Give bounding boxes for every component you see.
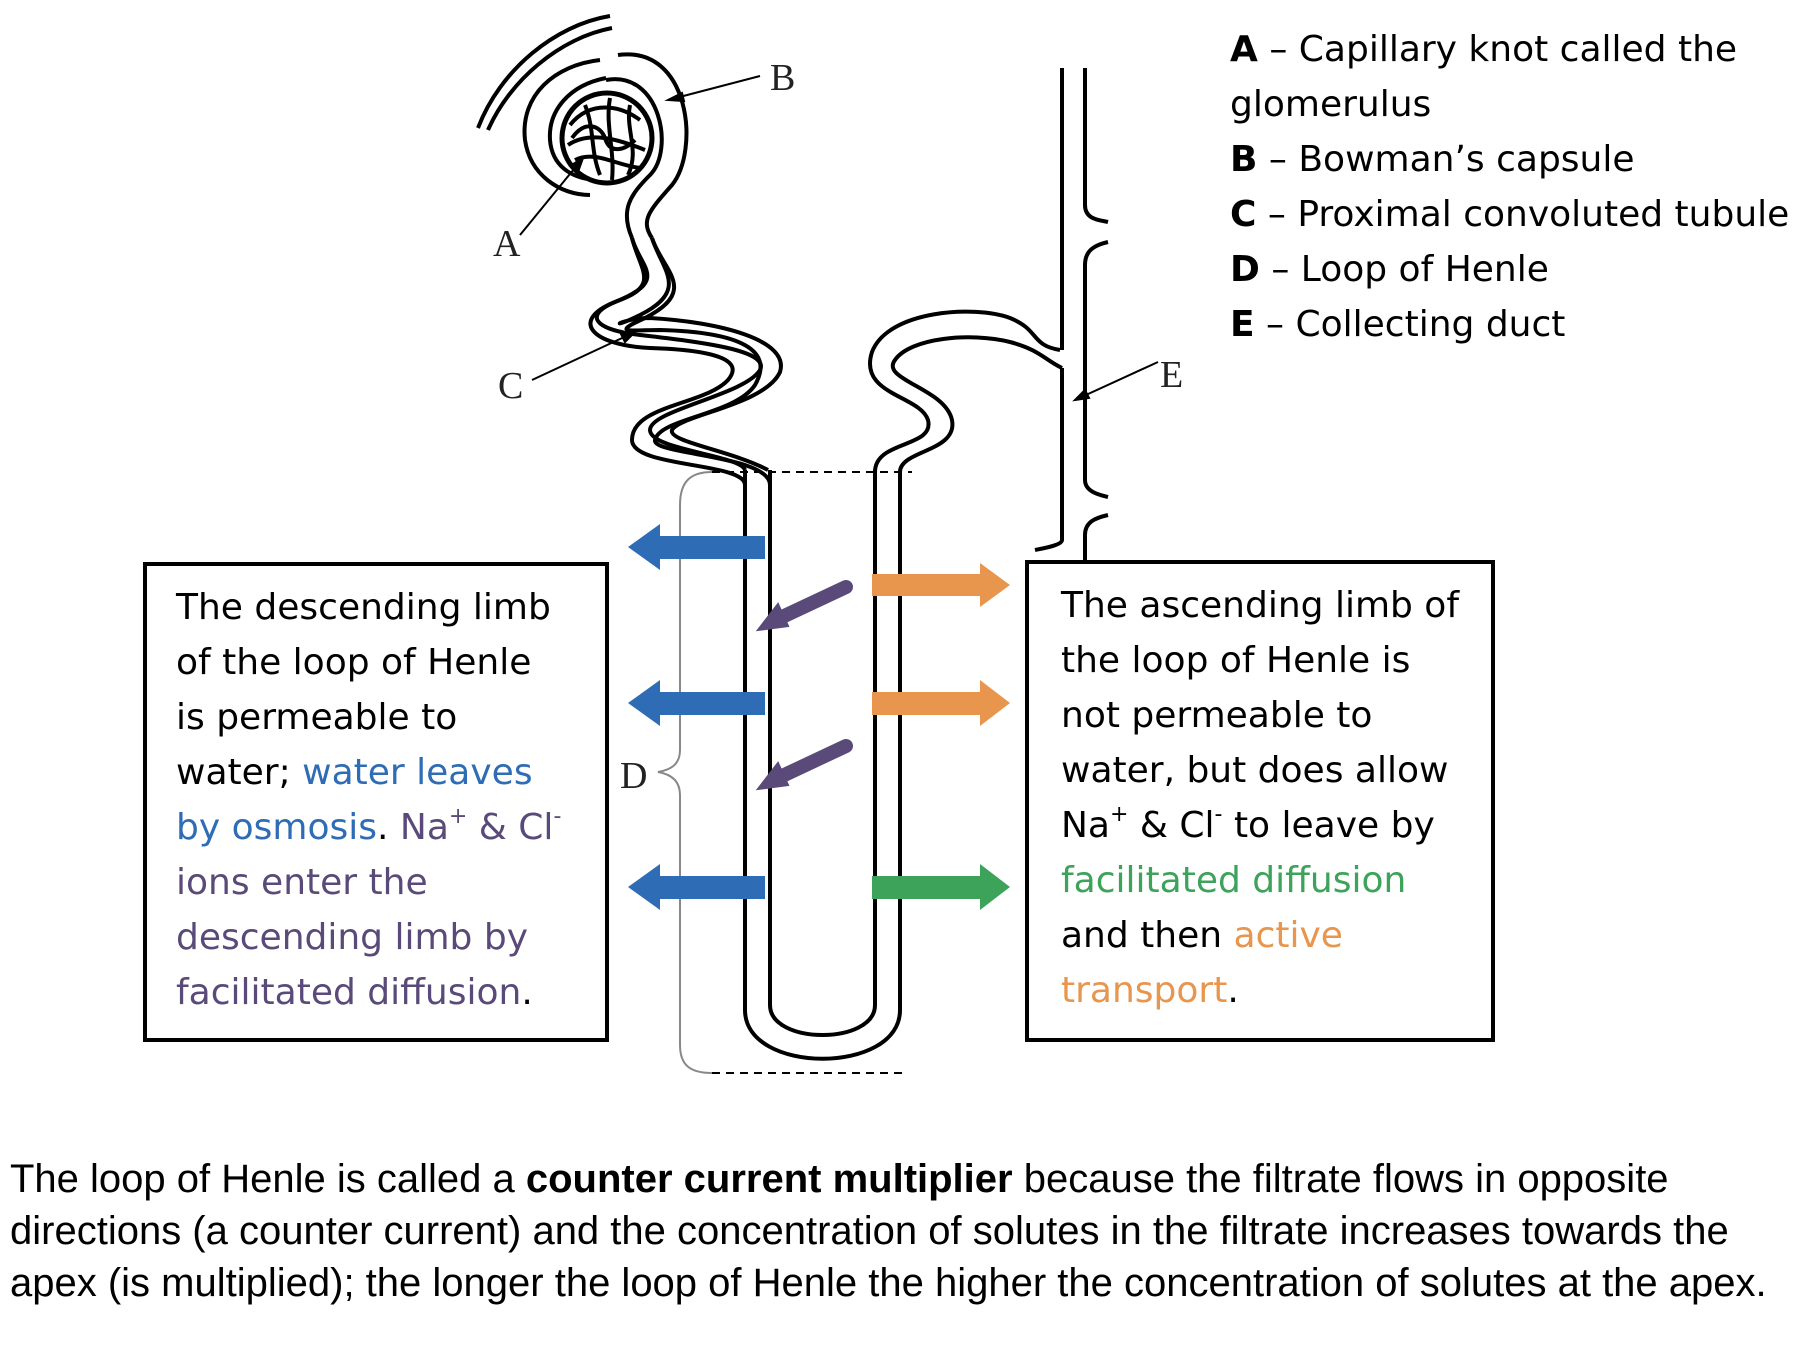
bowmans-capsule	[522, 52, 689, 240]
loop-brace	[657, 471, 713, 1074]
legend-letter-d: D	[1230, 249, 1260, 290]
loop-outer-wall	[743, 470, 902, 1061]
legend: A – Capillary knot called the glomerulus…	[1230, 22, 1789, 352]
legend-sep-d: –	[1259, 249, 1301, 290]
legend-row-e: E – Collecting duct	[1230, 297, 1789, 352]
afferent-arteriole	[476, 14, 611, 129]
ion-arrow-1	[773, 580, 853, 625]
label-b: B	[770, 57, 795, 99]
legend-sep-b: –	[1257, 139, 1299, 180]
left-line-4a: water;	[176, 752, 303, 793]
legend-sep-c: –	[1256, 194, 1298, 235]
label-e: E	[1160, 354, 1183, 396]
right-line-4: water, but does allow	[1061, 750, 1449, 791]
legend-text-a: Capillary knot called the	[1298, 29, 1738, 70]
right-line-5-sup2: -	[1214, 802, 1223, 827]
label-c: C	[498, 365, 523, 407]
pct-coil-inner	[624, 237, 772, 486]
ion-arrow-1-head	[755, 602, 790, 632]
legend-letter-c: C	[1230, 194, 1257, 235]
right-line-5a: Na	[1061, 805, 1110, 846]
legend-row-d: D – Loop of Henle	[1230, 242, 1789, 297]
dct-inner	[890, 335, 1063, 473]
right-line-2: the loop of Henle is	[1061, 640, 1411, 681]
legend-sep-e: –	[1254, 304, 1296, 345]
right-line-5: Na+ & Cl- to leave by	[1061, 798, 1469, 853]
left-line-8b: .	[521, 972, 533, 1013]
nephron-diagram: A B C D E	[476, 14, 1183, 1074]
left-line-4b: water leaves	[302, 752, 533, 793]
water-arrow-2	[628, 680, 765, 726]
legend-letter-a: A	[1230, 29, 1258, 70]
caption: The loop of Henle is called a counter cu…	[10, 1153, 1790, 1309]
left-line-3: is permeable to	[176, 697, 458, 738]
legend-text-c: Proximal convoluted tubule	[1297, 194, 1790, 235]
right-line-8a: transport	[1061, 970, 1228, 1011]
right-line-7a: and then	[1061, 915, 1234, 956]
active-arrow-2	[872, 680, 1010, 726]
ion-arrow-2	[773, 739, 853, 784]
active-transport-arrows	[872, 563, 1010, 726]
left-line-5-sup2: -	[553, 804, 562, 829]
legend-row-b: B – Bowman’s capsule	[1230, 132, 1789, 187]
ascending-limb-explanation-box: The ascending limb of the loop of Henle …	[1025, 560, 1495, 1042]
left-line-1: The descending limb	[176, 587, 551, 628]
caption-bold: counter current multiplier	[525, 1157, 1013, 1201]
pct-coil-outer	[588, 237, 747, 486]
legend-text-a-cont: glomerulus	[1230, 84, 1432, 125]
dct-outer	[868, 309, 1061, 473]
legend-text-d: Loop of Henle	[1300, 249, 1549, 290]
left-line-8: facilitated diffusion.	[176, 965, 583, 1020]
ion-entry-arrows	[755, 580, 853, 791]
left-line-4: water; water leaves	[176, 745, 583, 800]
descending-limb-explanation-box: The descending limb of the loop of Henle…	[143, 562, 609, 1042]
right-line-8: transport.	[1061, 963, 1469, 1018]
legend-sep-a: –	[1257, 29, 1299, 70]
right-line-8b: .	[1227, 970, 1239, 1011]
left-line-5-sup1: +	[448, 804, 468, 829]
collecting-duct	[1034, 68, 1109, 560]
label-pointers	[519, 75, 1159, 402]
label-d: D	[620, 755, 647, 797]
left-line-7: descending limb by	[176, 917, 529, 958]
legend-row-c: C – Proximal convoluted tubule	[1230, 187, 1789, 242]
left-line-5b: .	[377, 807, 400, 848]
ion-arrow-2-head	[755, 761, 790, 791]
legend-text-b: Bowman’s capsule	[1298, 139, 1635, 180]
legend-row-a: A – Capillary knot called the	[1230, 22, 1789, 77]
loop-inner-wall	[768, 470, 877, 1037]
left-line-5c: Na	[399, 807, 449, 848]
legend-text-e: Collecting duct	[1295, 304, 1566, 345]
water-arrows	[628, 524, 765, 910]
active-arrow-1	[872, 563, 1010, 607]
right-line-7: and then active	[1061, 908, 1469, 963]
water-arrow-3	[628, 864, 765, 910]
efferent-arteriole	[486, 26, 613, 131]
legend-row-a-cont: glomerulus	[1230, 77, 1789, 132]
right-line-5b: & Cl	[1128, 805, 1215, 846]
left-line-5d: & Cl	[467, 807, 554, 848]
legend-letter-e: E	[1230, 304, 1255, 345]
left-line-5: by osmosis. Na+ & Cl-	[176, 800, 583, 855]
right-line-1: The ascending limb of	[1061, 585, 1460, 626]
left-line-8a: facilitated diffusion	[176, 972, 522, 1013]
facilitated-diffusion-arrow	[872, 864, 1010, 910]
label-a: A	[493, 223, 521, 265]
water-arrow-1	[628, 524, 765, 570]
right-line-5-sup1: +	[1110, 802, 1129, 827]
right-line-6: facilitated diffusion	[1061, 860, 1407, 901]
right-line-7b: active	[1233, 915, 1343, 956]
legend-letter-b: B	[1230, 139, 1258, 180]
left-line-6: ions enter the	[176, 862, 428, 903]
glomerulus	[559, 90, 655, 186]
right-line-3: not permeable to	[1061, 695, 1373, 736]
caption-part-2: because the filtrate flows in opposite d…	[10, 1157, 1767, 1305]
caption-part-1: The loop of Henle is called a	[10, 1157, 526, 1201]
right-line-5c: to leave by	[1222, 805, 1435, 846]
left-line-5a: by osmosis	[176, 807, 377, 848]
left-line-2: of the loop of Henle	[176, 642, 532, 683]
